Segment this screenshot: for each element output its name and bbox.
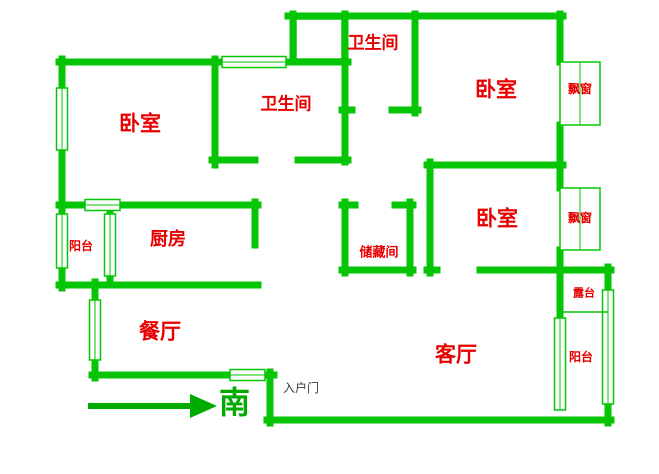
walls-group — [55, 10, 615, 427]
windows-group — [55, 18, 615, 411]
room-label-living-room: 客厅 — [435, 342, 477, 367]
entrance-door-symbol — [229, 368, 266, 382]
room-label-bathroom-top: 卫生间 — [347, 33, 399, 54]
bay-window-top-symbol — [559, 61, 601, 126]
shaft-window — [295, 18, 343, 60]
bay-window-mid-symbol — [559, 187, 601, 251]
south-arrow-icon — [88, 394, 217, 418]
room-label-kitchen: 厨房 — [150, 229, 186, 250]
room-label-bathroom-middle: 卫生间 — [260, 94, 312, 115]
room-label-balcony-left: 阳台 — [68, 239, 94, 253]
room-label-terrace: 露台 — [573, 286, 595, 300]
room-label-balcony-right: 阳台 — [568, 350, 594, 364]
room-label-bedroom-top-right: 卧室 — [475, 77, 517, 102]
room-label-entrance-door: 入户门 — [282, 381, 320, 395]
room-label-bay-window-mid: 飘窗 — [567, 211, 593, 225]
room-label-bedroom-left: 卧室 — [119, 111, 161, 136]
room-label-storage: 储藏间 — [359, 245, 399, 261]
room-label-bay-window-top: 飘窗 — [567, 82, 593, 96]
compass-south-label: 南 — [219, 385, 251, 422]
room-label-dining-room: 餐厅 — [139, 319, 181, 344]
room-label-bedroom-mid-right: 卧室 — [476, 206, 518, 231]
